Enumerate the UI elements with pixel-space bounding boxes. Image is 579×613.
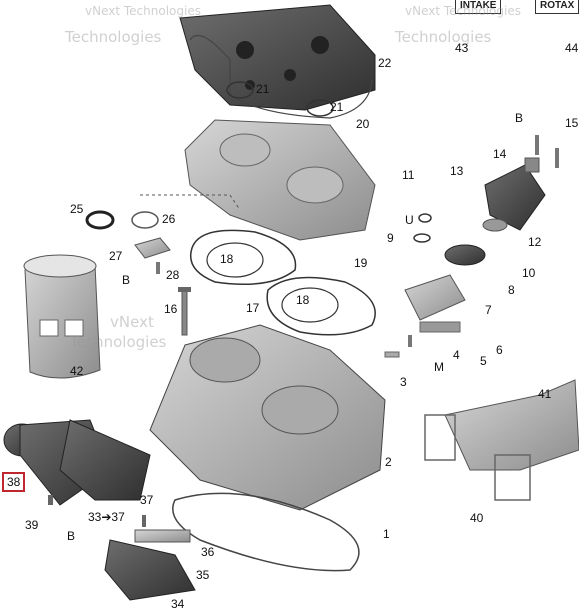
callout-5: 5 [480, 354, 487, 368]
callout-41: 41 [538, 387, 552, 401]
part-stop-36 [134, 529, 191, 543]
part-gasket-26 [131, 211, 159, 229]
callout-18b: 18 [296, 293, 310, 307]
callout-b-top: B [515, 111, 524, 125]
label-box-intake: INTAKE [455, 0, 502, 14]
part-oring-18a [206, 242, 264, 278]
callout-3: 3 [400, 375, 407, 389]
watermark-text: vNext Technologies [85, 4, 201, 18]
callout-20: 20 [356, 117, 370, 131]
callout-34: 34 [171, 597, 185, 611]
callout-37: 37 [140, 493, 154, 507]
callout-26: 26 [162, 212, 176, 226]
callout-12: 12 [528, 235, 542, 249]
part-bolt-28 [156, 262, 160, 274]
callout-17: 17 [246, 301, 260, 315]
watermark-text: Technologies [70, 333, 167, 351]
callout-42: 42 [70, 364, 84, 378]
part-pin-3 [384, 351, 400, 358]
part-oring-21b [306, 99, 334, 117]
part-oring-9 [413, 233, 431, 243]
callout-21a: 21 [256, 82, 270, 96]
callout-13: 13 [450, 164, 464, 178]
callout-11: 11 [402, 168, 415, 182]
callout-b-39: B [67, 529, 76, 543]
part-rave-housing [484, 164, 546, 231]
callout-7: 7 [485, 303, 492, 317]
part-oring-18b [281, 287, 339, 323]
part-rave-bolts-15 [535, 135, 559, 168]
part-cylinder-sleeve [23, 254, 101, 379]
callout-2: 2 [385, 455, 392, 469]
callout-38-highlighted[interactable]: 38 [2, 472, 26, 492]
callout-15: 15 [565, 116, 579, 130]
part-head-gasket-loop [189, 35, 373, 119]
callout-28: 28 [166, 268, 180, 282]
callout-19: 19 [354, 256, 368, 270]
callout-9: 9 [387, 231, 394, 245]
callout-25: 25 [70, 202, 84, 216]
callout-u-8: U [405, 213, 414, 227]
callout-33-to-37: 33➔37 [88, 510, 125, 524]
callout-4: 4 [453, 348, 460, 362]
callout-44: 44 [565, 41, 579, 55]
part-oring-11 [418, 213, 432, 223]
callout-39: 39 [25, 518, 39, 532]
watermark-text: vNext Technologies [405, 4, 521, 18]
part-gasket-18b [266, 276, 376, 336]
callout-14: 14 [493, 147, 507, 161]
watermark-text: vNext [110, 313, 154, 331]
callout-36: 36 [201, 545, 215, 559]
part-screw-14 [524, 157, 540, 173]
part-screw-39 [48, 495, 53, 505]
part-cylinder-head [184, 119, 376, 241]
callout-16: 16 [164, 302, 178, 316]
callout-m-4: M [434, 360, 444, 374]
watermark-text: Technologies [65, 28, 162, 46]
part-cylinder-block [149, 324, 386, 511]
part-cover-27 [134, 237, 171, 259]
part-reed-valve [59, 419, 151, 501]
callout-40: 40 [470, 511, 484, 525]
callout-10: 10 [522, 266, 536, 280]
part-screw-37 [142, 515, 146, 527]
callout-35: 35 [196, 568, 210, 582]
part-rave-valve-7 [404, 274, 466, 321]
part-exhaust-manifold [424, 379, 579, 501]
part-spring-12 [482, 218, 508, 232]
part-stud-16 [178, 287, 191, 336]
part-head-cover [179, 4, 376, 111]
part-reed-block-lower [104, 539, 196, 601]
part-gasket-18a [190, 229, 297, 286]
callout-27: 27 [109, 249, 123, 263]
callout-6: 6 [496, 343, 503, 357]
label-box-rotax: ROTAX [535, 0, 579, 14]
callout-21b: 21 [330, 100, 344, 114]
callout-18a: 18 [220, 252, 234, 266]
part-base-gasket [172, 492, 360, 572]
callout-8: 8 [508, 283, 515, 297]
part-diaphragm-10 [444, 244, 486, 266]
part-oring-21a [226, 81, 254, 99]
dashed-leader-19 [140, 194, 241, 211]
callout-1: 1 [383, 527, 390, 541]
part-rave-slide-6 [419, 321, 461, 333]
watermark-text: Technologies [395, 28, 492, 46]
callout-22: 22 [378, 56, 392, 70]
part-oring-25 [85, 210, 115, 230]
part-pin-5 [408, 335, 412, 347]
callout-b-28: B [122, 273, 131, 287]
callout-43: 43 [455, 41, 469, 55]
